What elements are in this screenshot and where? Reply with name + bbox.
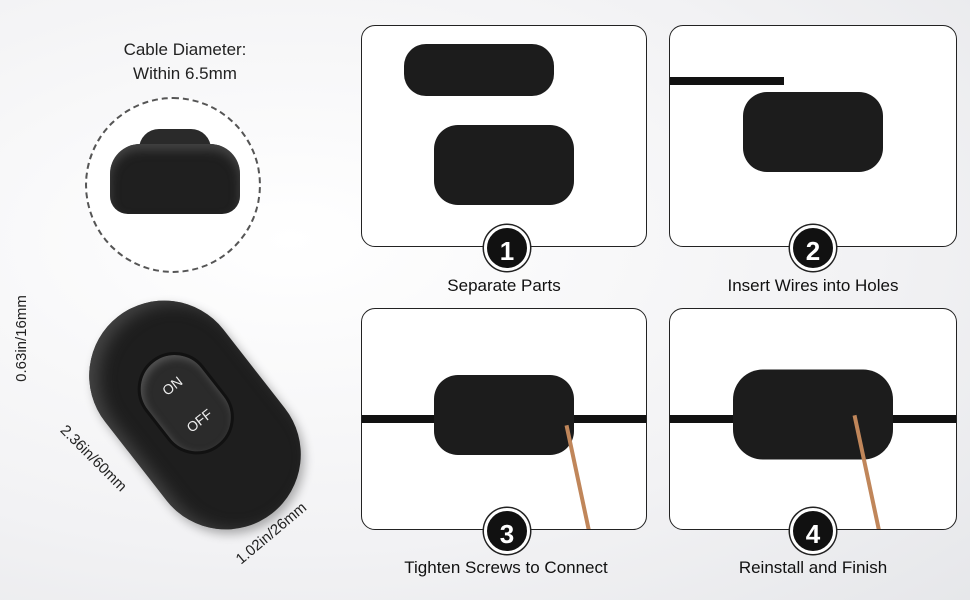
on-label: ON: [159, 373, 186, 399]
step-2-label: Insert Wires into Holes: [727, 276, 899, 295]
step-2-badge: 2: [790, 225, 836, 271]
screwdriver-image: [564, 424, 594, 529]
step-4-panel: [669, 308, 957, 530]
cable-title-line2: Within 6.5mm: [133, 64, 237, 83]
height-dimension: 0.63in/16mm: [12, 295, 30, 382]
closed-switch-image: [733, 369, 893, 460]
open-switch-image: [743, 92, 883, 172]
step-1-badge: 1: [484, 225, 530, 271]
step-2-panel: [669, 25, 957, 247]
step-3-label: Tighten Screws to Connect: [404, 558, 608, 577]
step-3-panel: [361, 308, 647, 530]
rocker-button: ON OFF: [122, 337, 249, 470]
step-1-label: Separate Parts: [447, 276, 561, 295]
open-switch-image: [434, 125, 574, 205]
cover-image: [404, 44, 554, 96]
step-1-panel: [361, 25, 647, 247]
cable-diameter-title: Cable Diameter: Within 6.5mm: [60, 38, 310, 86]
step-3-badge: 3: [484, 508, 530, 554]
switch-side-view: [110, 144, 240, 214]
step-4-label: Reinstall and Finish: [738, 558, 888, 577]
off-label: OFF: [183, 405, 216, 436]
cable-entry-closeup: [85, 97, 261, 273]
open-switch-image: [434, 375, 574, 455]
step-4-badge: 4: [790, 508, 836, 554]
cable-image: [670, 77, 785, 85]
cable-title-line1: Cable Diameter:: [123, 40, 247, 59]
